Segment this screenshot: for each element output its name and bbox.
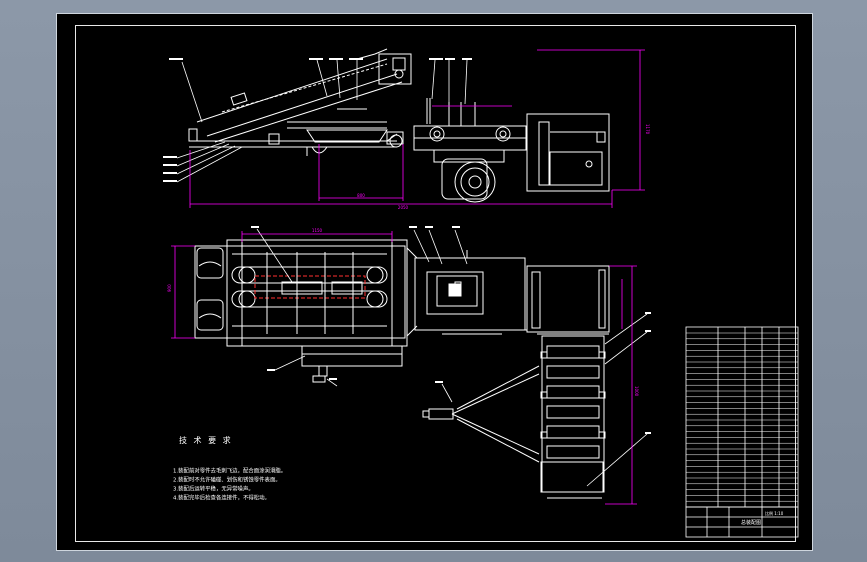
note-3: 3.装配后运转平稳，无异常噪声。 [173, 486, 254, 493]
plan-cart [526, 265, 610, 335]
tow-bar [422, 365, 540, 463]
plan-leaders [256, 228, 648, 487]
title-sheet-label: 比例 1:10 [765, 510, 784, 516]
note-1: 1.装配前对零件去毛刺飞边，配合面涂润滑脂。 [173, 468, 287, 475]
middle-hopper [306, 129, 404, 148]
dim-side-height: 1170 [645, 124, 650, 135]
plan-connector [406, 247, 527, 337]
side-dimensions [189, 49, 645, 208]
plan-label-tags [251, 226, 651, 434]
parts-rows [686, 332, 798, 502]
plan-view [194, 228, 648, 499]
cad-drawing: 2050 800 1170 [163, 48, 799, 538]
plan-frame [194, 239, 408, 347]
dim-overall-length: 2050 [398, 205, 409, 210]
note-2: 2.装配时不允许磕碰、划伤和锈蚀零件表面。 [173, 477, 281, 484]
drawing-frame [75, 25, 796, 542]
dim-top-width: 1150 [312, 228, 323, 233]
note-4: 4.装配完毕后检查各连接件，不得松动。 [173, 495, 270, 502]
base-frame [188, 108, 398, 156]
technical-requirements-title: 技 术 要 求 [179, 436, 233, 445]
dim-lower-span: 800 [357, 193, 365, 198]
plan-dimensions [171, 231, 637, 505]
title-block [685, 506, 799, 538]
drawing-sheet: 2050 800 1170 [56, 13, 813, 551]
dim-plan-height: 900 [167, 284, 172, 292]
side-leaders [176, 59, 468, 183]
side-label-tags [163, 58, 472, 182]
side-view [176, 48, 610, 203]
parts-list [685, 326, 799, 508]
dim-cart-height: 1000 [634, 386, 639, 397]
plan-drive [301, 345, 403, 383]
title-drawing-name: 总装配图 [741, 519, 761, 526]
cart-body [413, 98, 610, 203]
plan-down-conveyor [540, 335, 606, 499]
